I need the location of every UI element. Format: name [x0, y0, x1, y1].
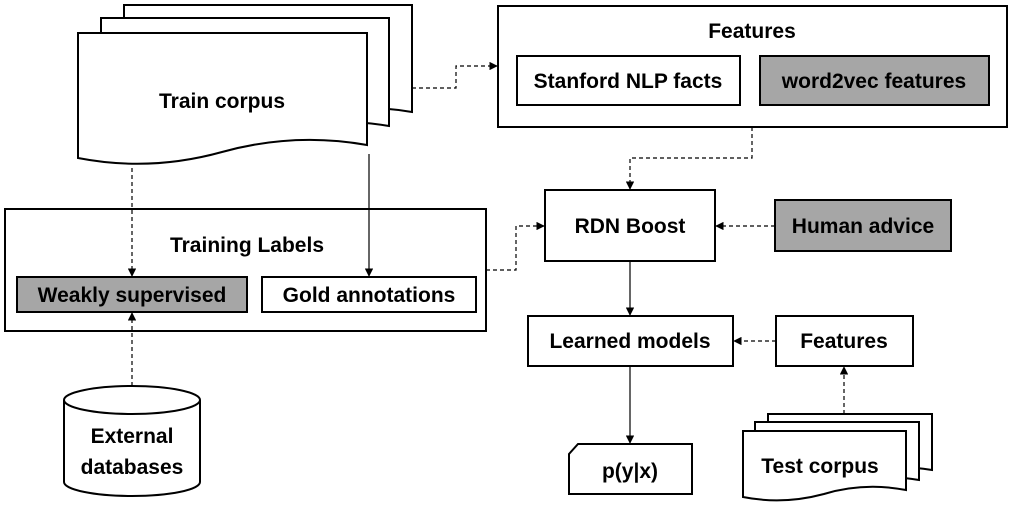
external-databases-label-line2: databases	[81, 456, 184, 479]
word2vec-features-box	[759, 55, 990, 106]
learned-models-label: Learned models	[549, 330, 710, 353]
arrow-training-labels-to-rdn-boost	[486, 221, 545, 271]
arrow-train-corpus-to-features	[412, 61, 498, 89]
gold-annotations-label: Gold annotations	[283, 284, 456, 307]
features-group-title: Features	[708, 20, 796, 43]
test-corpus-document-stack	[742, 413, 933, 502]
arrow-features-to-rdn-boost	[625, 127, 753, 190]
training-labels-title: Training Labels	[170, 234, 324, 257]
gold-annotations-box	[261, 276, 477, 313]
train-corpus-label: Train corpus	[159, 90, 285, 113]
weakly-supervised-label: Weakly supervised	[38, 284, 227, 307]
external-databases-label-line1: External	[91, 425, 174, 448]
test-features-label: Features	[800, 330, 888, 353]
external-databases-cylinder	[63, 385, 201, 497]
stanford-nlp-facts-box	[516, 55, 741, 106]
output-label: p(y|x)	[602, 460, 658, 483]
weakly-supervised-box	[16, 276, 248, 313]
train-corpus-document-stack	[77, 4, 413, 165]
word2vec-features-label: word2vec features	[781, 70, 966, 93]
rdn-boost-label: RDN Boost	[575, 215, 686, 238]
human-advice-label: Human advice	[792, 215, 934, 238]
output-card	[568, 443, 693, 495]
test-corpus-label: Test corpus	[761, 455, 878, 478]
stanford-nlp-facts-label: Stanford NLP facts	[534, 70, 723, 93]
